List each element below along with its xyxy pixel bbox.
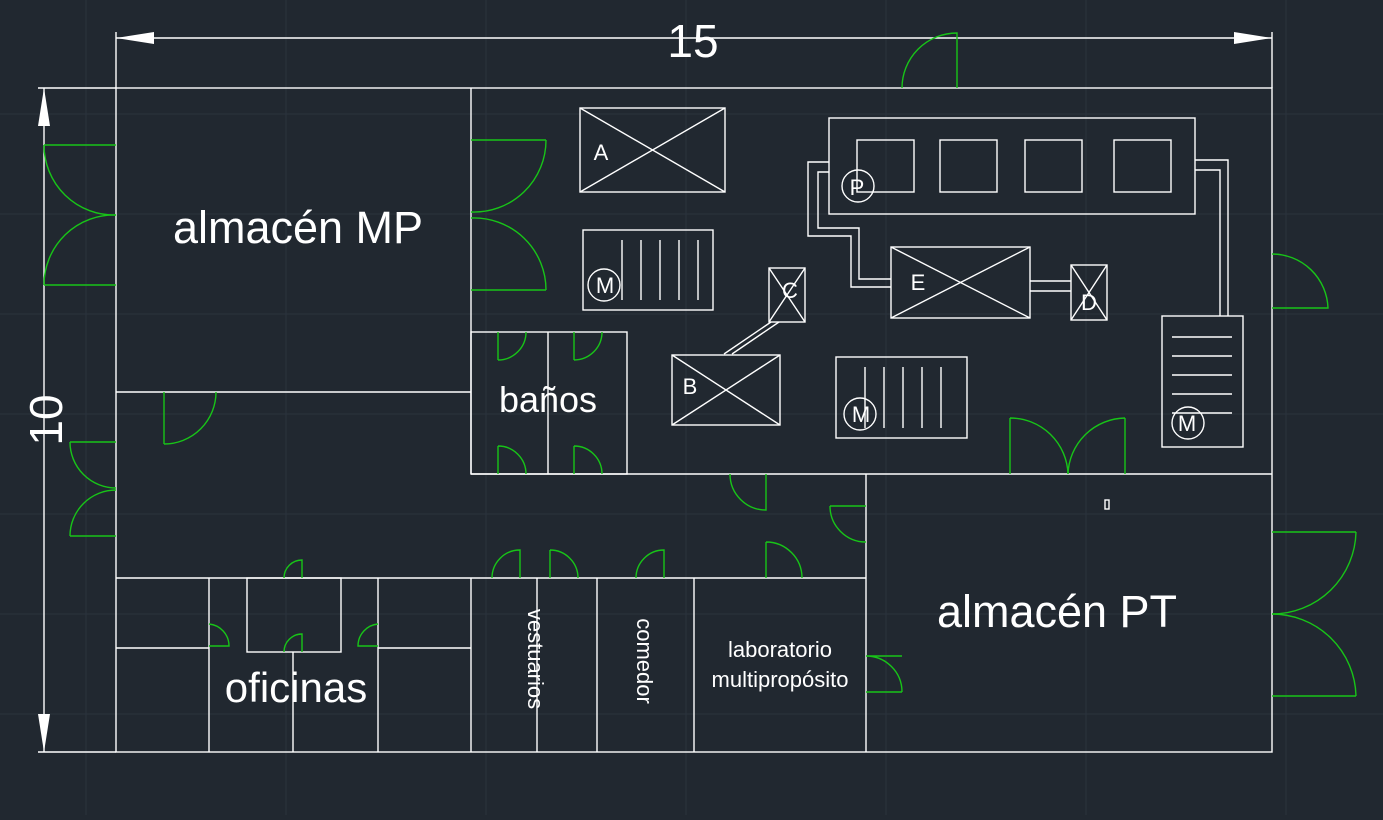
room-label-oficinas: oficinas bbox=[225, 664, 367, 711]
room-label-vestuarios: vestuarios bbox=[523, 609, 548, 709]
machine-m-1 bbox=[582, 229, 714, 311]
room-label-comedor: comedor bbox=[632, 618, 657, 704]
room-label-almacen-pt: almacén PT bbox=[937, 586, 1177, 637]
equipment-label-p: P bbox=[850, 175, 865, 200]
equipment bbox=[579, 107, 1244, 448]
equipment-d bbox=[1070, 264, 1108, 321]
equipment-label-a: A bbox=[594, 140, 609, 165]
room-label-banos: baños bbox=[499, 379, 597, 420]
equipment-e bbox=[890, 246, 1031, 319]
width-dimension-label: 15 bbox=[667, 15, 718, 67]
width-dimension bbox=[115, 32, 1273, 88]
equipment-c bbox=[723, 267, 806, 355]
doors bbox=[43, 32, 1357, 697]
equipment-label-m-3: M bbox=[1178, 411, 1196, 436]
equipment-label-c: C bbox=[782, 278, 798, 303]
equipment-a bbox=[579, 107, 726, 193]
equipment-p-line bbox=[807, 117, 1229, 316]
equipment-label-d: D bbox=[1081, 290, 1097, 315]
equipment-label-m-1: M bbox=[596, 273, 614, 298]
equipment-label-e: E bbox=[911, 270, 926, 295]
height-dimension-label: 10 bbox=[20, 394, 72, 445]
height-dimension bbox=[38, 87, 116, 753]
machine-m-2 bbox=[835, 356, 968, 439]
equipment-label-b: B bbox=[683, 374, 698, 399]
room-label-multiproposito: multipropósito bbox=[712, 667, 849, 692]
room-label-laboratorio: laboratorio bbox=[728, 637, 832, 662]
building-walls bbox=[115, 87, 1273, 753]
equipment-b bbox=[671, 354, 781, 426]
room-label-almacen-mp: almacén MP bbox=[173, 202, 423, 253]
equipment-label-m-2: M bbox=[852, 402, 870, 427]
machine-m-3 bbox=[1161, 315, 1244, 448]
